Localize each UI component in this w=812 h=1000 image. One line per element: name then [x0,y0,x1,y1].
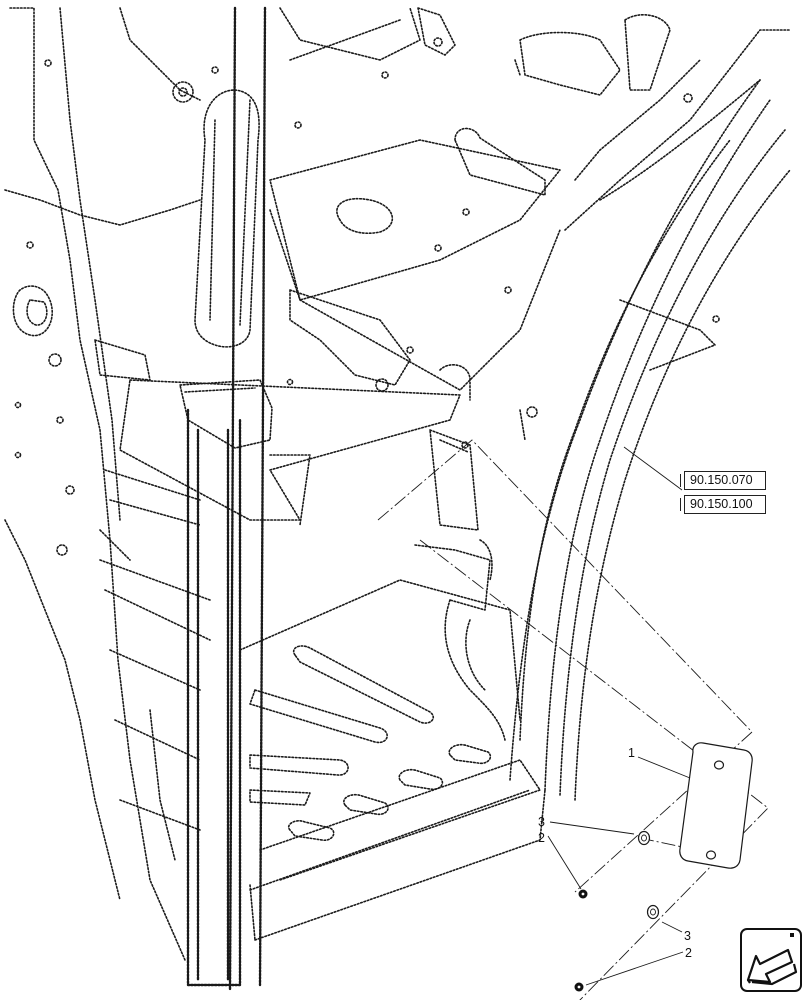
part-3-washer-lower[interactable] [646,904,660,920]
callout-2-upper: 2 [538,831,545,845]
callout-2-lower: 2 [685,946,692,960]
part-1-cover-plate[interactable] [679,742,753,869]
callout-1: 1 [628,746,635,760]
part-3-washer-upper[interactable] [637,830,651,846]
reference-link-90-150-100[interactable]: 90.150.100 [680,495,766,514]
leader-lines [547,446,691,986]
part-2-screw-lower[interactable] [574,982,584,992]
part-2-screw-upper[interactable] [578,889,588,899]
callout-3-upper: 3 [538,815,545,829]
assembly-lines [377,439,769,1000]
arrow-down-left-icon [746,933,798,986]
navigation-button[interactable] [740,928,802,992]
callout-3-lower: 3 [684,929,691,943]
cab-structure [4,6,791,992]
reference-link-90-150-070[interactable]: 90.150.070 [680,471,766,490]
